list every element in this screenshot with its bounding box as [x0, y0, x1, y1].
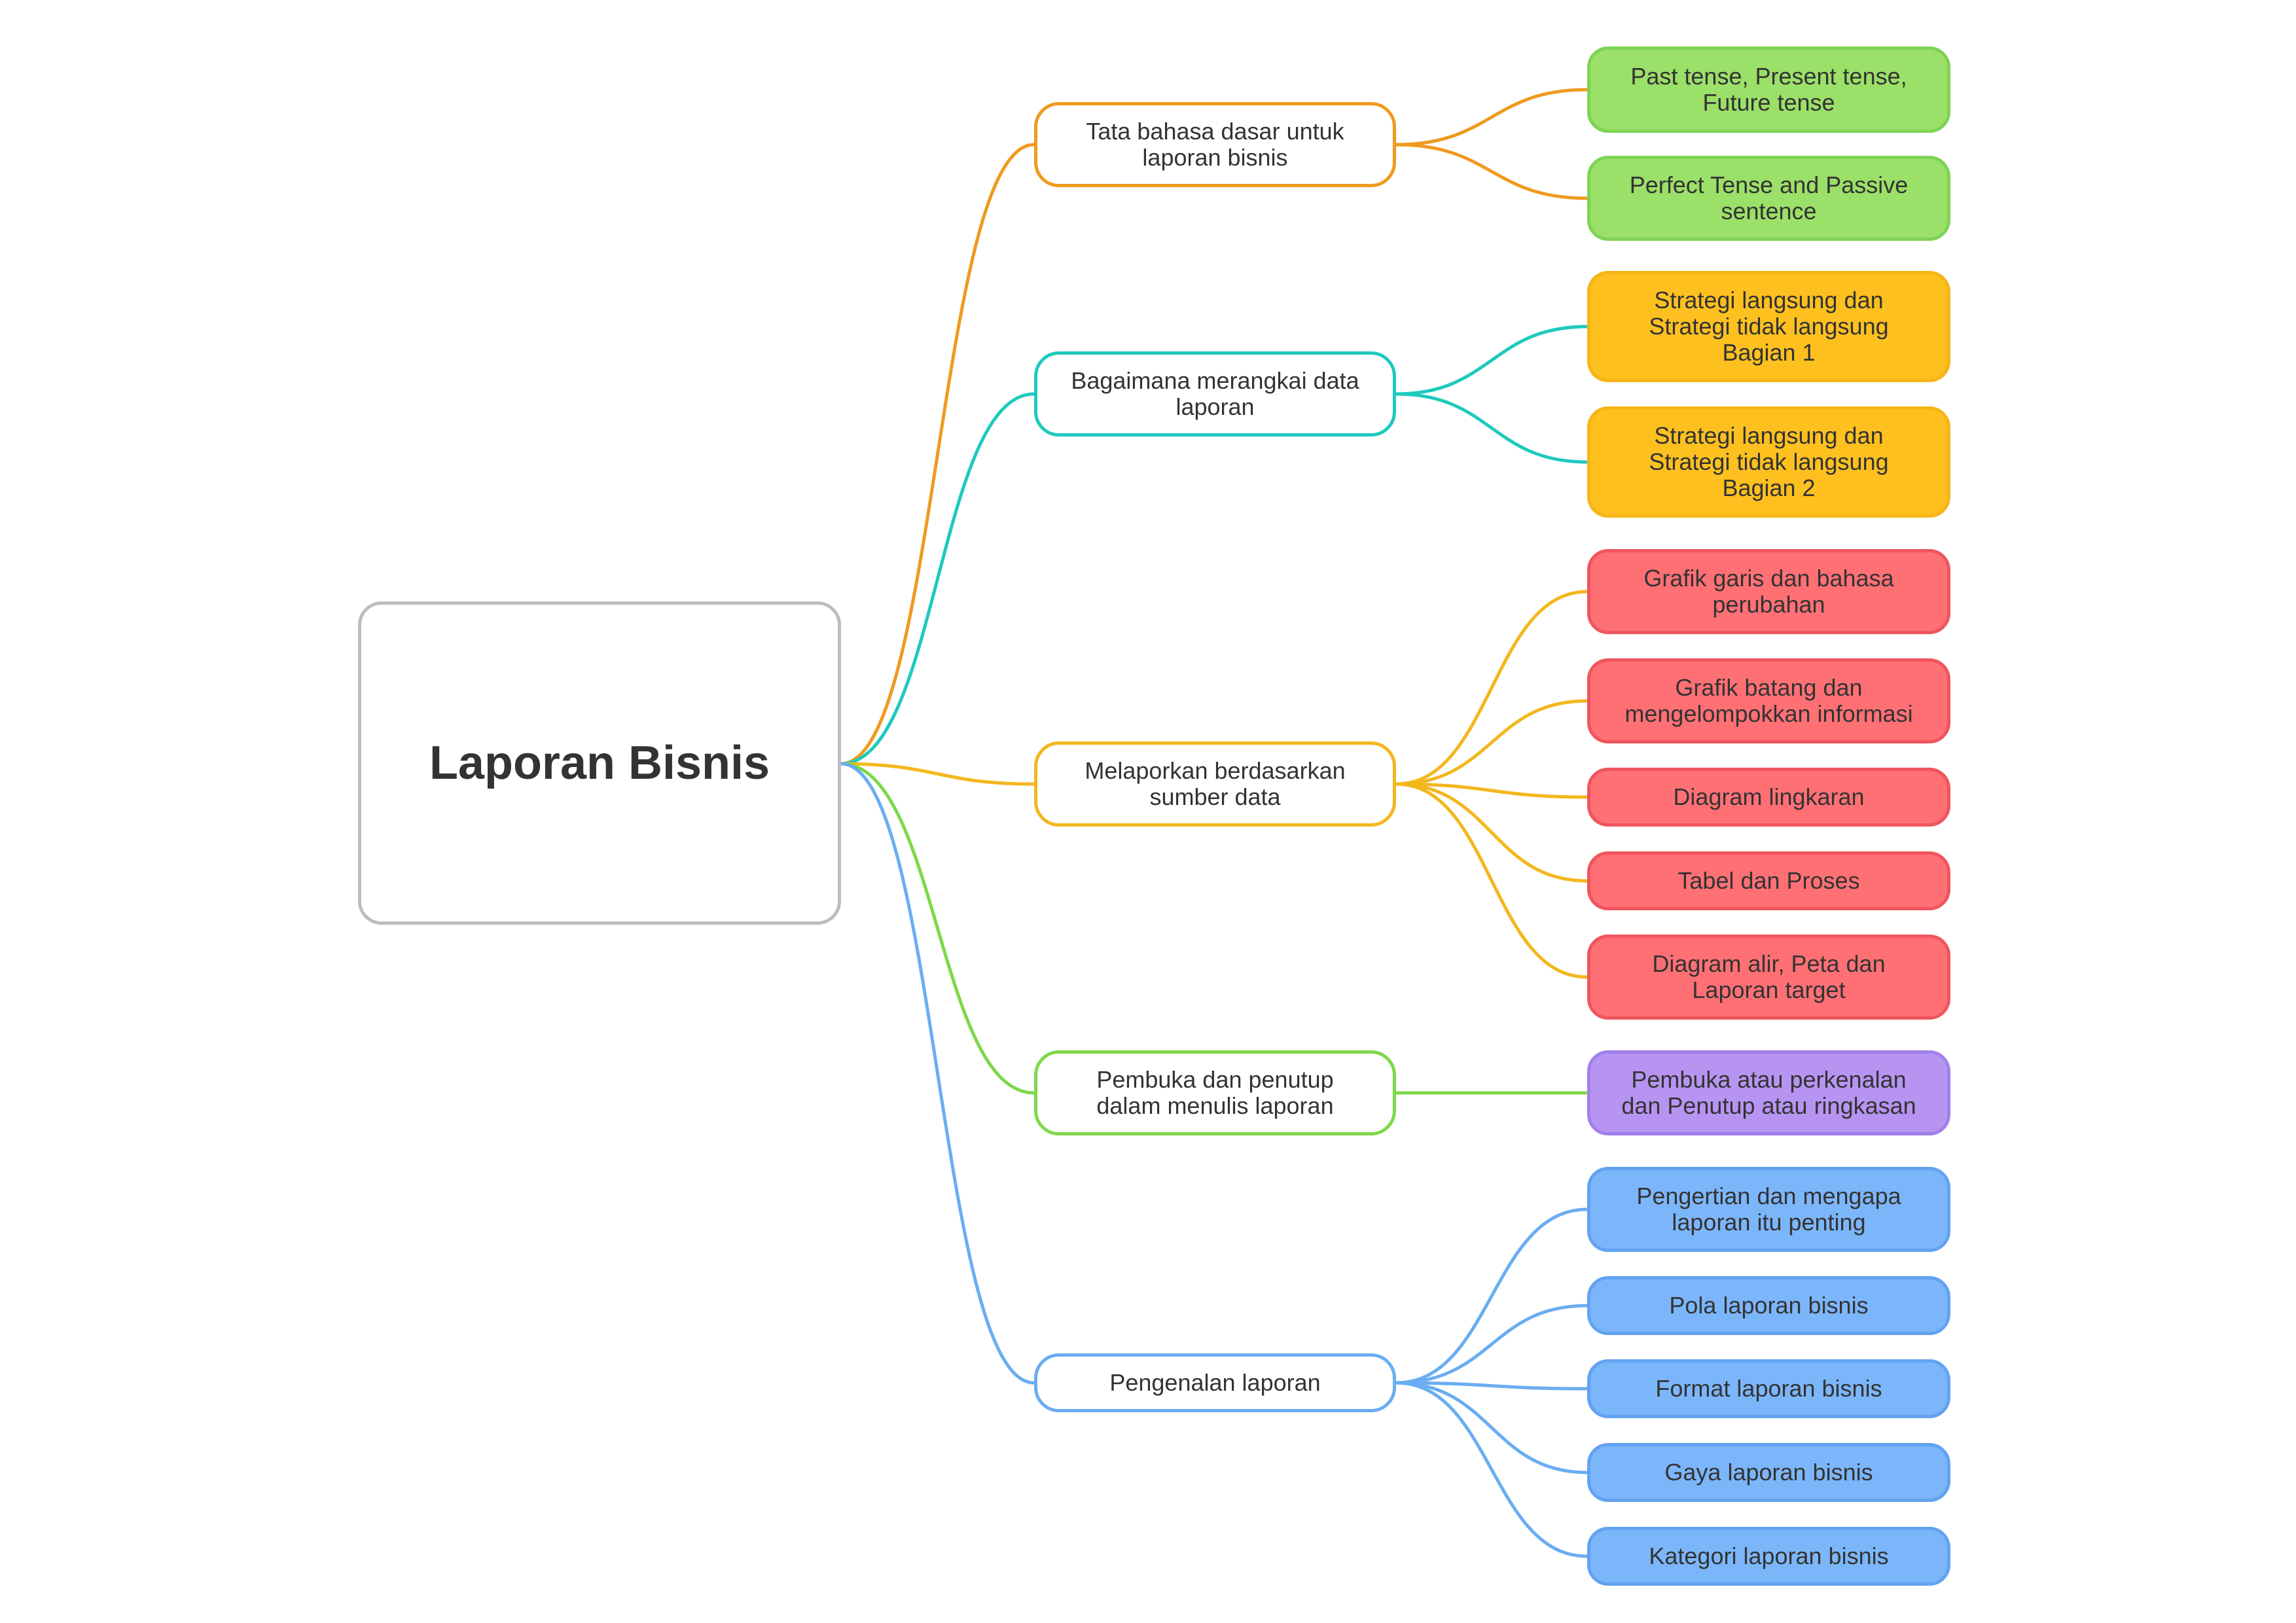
leaf-node-2-1[interactable]: Strategi langsung dan Strategi tidak lan…: [1587, 271, 1950, 382]
leaf-node-label: Grafik batang dan mengelompokkan informa…: [1624, 674, 1913, 727]
leaf-node-1-2[interactable]: Perfect Tense and Passive sentence: [1587, 156, 1950, 241]
root-node[interactable]: Laporan Bisnis: [358, 601, 841, 925]
leaf-node-label: Grafik garis dan bahasa perubahan: [1643, 565, 1894, 618]
leaf-node-5-3[interactable]: Format laporan bisnis: [1587, 1359, 1950, 1418]
branch-node-label: Melaporkan berdasarkan sumber data: [1085, 757, 1346, 810]
root-to-branch-5-connector: [839, 762, 1036, 1385]
leaf-node-label: Diagram alir, Peta dan Laporan target: [1652, 950, 1886, 1003]
leaf-node-3-1[interactable]: Grafik garis dan bahasa perubahan: [1587, 549, 1950, 634]
leaf-node-label: Pola laporan bisnis: [1669, 1292, 1869, 1319]
leaf-node-2-2[interactable]: Strategi langsung dan Strategi tidak lan…: [1587, 406, 1950, 518]
leaf-node-label: Strategi langsung dan Strategi tidak lan…: [1649, 287, 1889, 366]
root-to-branch-1-connector: [839, 143, 1036, 766]
branch-5-to-leaf-3-connector: [1394, 1381, 1589, 1391]
branch-3-to-leaf-3-connector: [1394, 782, 1589, 799]
leaf-node-3-4[interactable]: Tabel dan Proses: [1587, 851, 1950, 910]
root-node-label: Laporan Bisnis: [429, 737, 770, 789]
branch-5-to-leaf-5-connector: [1394, 1381, 1589, 1558]
leaf-node-label: Pembuka atau perkenalan dan Penutup atau…: [1621, 1066, 1916, 1119]
leaf-node-3-2[interactable]: Grafik batang dan mengelompokkan informa…: [1587, 658, 1950, 743]
branch-2-to-leaf-1-connector: [1394, 325, 1589, 396]
leaf-node-3-3[interactable]: Diagram lingkaran: [1587, 768, 1950, 827]
leaf-node-label: Strategi langsung dan Strategi tidak lan…: [1649, 422, 1889, 501]
branch-node-label: Tata bahasa dasar untuk laporan bisnis: [1086, 118, 1344, 171]
branch-5-to-leaf-4-connector: [1394, 1381, 1589, 1474]
branch-1-to-leaf-2-connector: [1394, 143, 1589, 200]
leaf-node-label: Format laporan bisnis: [1655, 1375, 1882, 1402]
branch-node-label: Pembuka dan penutup dalam menulis lapora…: [1096, 1066, 1334, 1119]
leaf-node-label: Gaya laporan bisnis: [1664, 1459, 1873, 1486]
leaf-node-5-5[interactable]: Kategori laporan bisnis: [1587, 1527, 1950, 1586]
branch-2-to-leaf-2-connector: [1394, 392, 1589, 464]
branch-node-label: Pengenalan laporan: [1109, 1369, 1321, 1396]
branch-3-to-leaf-4-connector: [1394, 782, 1589, 883]
branch-node-label: Bagaimana merangkai data laporan: [1071, 367, 1359, 420]
branch-3-to-leaf-1-connector: [1394, 590, 1589, 786]
root-to-branch-2-connector: [839, 392, 1036, 766]
leaf-node-label: Pengertian dan mengapa laporan itu penti…: [1636, 1183, 1901, 1236]
leaf-node-label: Tabel dan Proses: [1677, 867, 1860, 894]
leaf-node-5-2[interactable]: Pola laporan bisnis: [1587, 1276, 1950, 1335]
branch-5-to-leaf-2-connector: [1394, 1304, 1589, 1385]
branch-node-3[interactable]: Melaporkan berdasarkan sumber data: [1034, 741, 1396, 827]
leaf-node-5-4[interactable]: Gaya laporan bisnis: [1587, 1443, 1950, 1502]
leaf-node-4-1[interactable]: Pembuka atau perkenalan dan Penutup atau…: [1587, 1050, 1950, 1135]
leaf-node-label: Diagram lingkaran: [1673, 783, 1865, 810]
branch-node-4[interactable]: Pembuka dan penutup dalam menulis lapora…: [1034, 1050, 1396, 1135]
branch-3-to-leaf-5-connector: [1394, 782, 1589, 979]
leaf-node-1-1[interactable]: Past tense, Present tense, Future tense: [1587, 46, 1950, 133]
leaf-node-label: Kategori laporan bisnis: [1649, 1543, 1889, 1569]
branch-node-1[interactable]: Tata bahasa dasar untuk laporan bisnis: [1034, 102, 1396, 187]
leaf-node-5-1[interactable]: Pengertian dan mengapa laporan itu penti…: [1587, 1167, 1950, 1252]
root-to-branch-3-connector: [839, 762, 1036, 786]
branch-1-to-leaf-1-connector: [1394, 88, 1589, 147]
branch-node-5[interactable]: Pengenalan laporan: [1034, 1353, 1396, 1412]
leaf-node-label: Perfect Tense and Passive sentence: [1629, 171, 1909, 224]
root-to-branch-4-connector: [839, 762, 1036, 1095]
leaf-node-3-5[interactable]: Diagram alir, Peta dan Laporan target: [1587, 935, 1950, 1020]
leaf-node-label: Past tense, Present tense, Future tense: [1630, 63, 1907, 116]
branch-5-to-leaf-1-connector: [1394, 1207, 1589, 1385]
branch-node-2[interactable]: Bagaimana merangkai data laporan: [1034, 351, 1396, 437]
branch-3-to-leaf-2-connector: [1394, 699, 1589, 786]
